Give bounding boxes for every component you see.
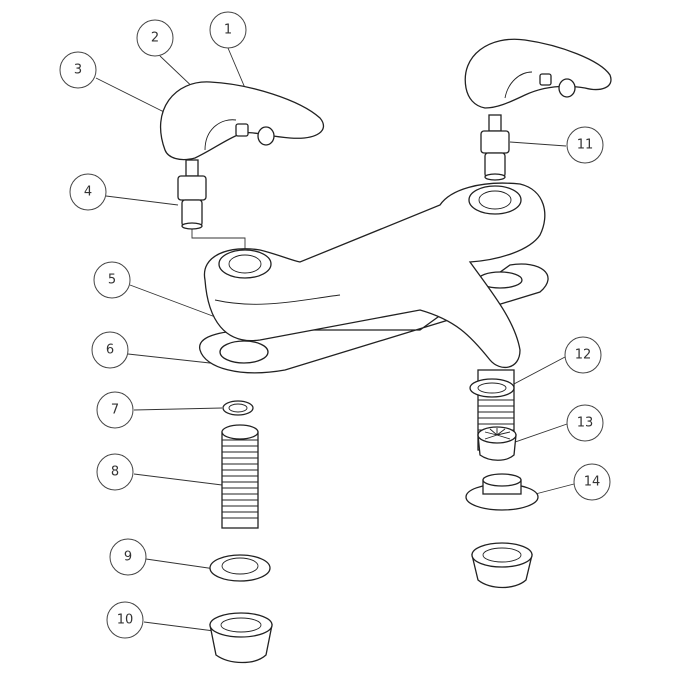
callout-circle: [91, 331, 129, 369]
callout-13: 13: [566, 404, 604, 442]
tap-body: [203, 182, 546, 369]
base-gasket: [199, 263, 549, 374]
callout-circle: [566, 404, 604, 442]
left-backnut: [209, 612, 273, 664]
callout-number: 9: [124, 550, 132, 565]
left-cartridge: [177, 159, 207, 230]
callout-1: 1: [209, 11, 247, 49]
callout-number: 11: [577, 138, 594, 153]
callout-7: 7: [96, 391, 134, 429]
right-handle: [464, 38, 612, 109]
left-handle: [159, 81, 325, 161]
right-flange: [465, 473, 539, 511]
left-threaded-tail: [221, 424, 259, 529]
callout-circle: [93, 261, 131, 299]
washer: [222, 400, 254, 416]
callout-number: 1: [224, 23, 232, 38]
callout-circle: [566, 126, 604, 164]
callout-circle: [109, 538, 147, 576]
callout-3: 3: [59, 51, 97, 89]
callout-number: 4: [84, 185, 92, 200]
callout-number: 14: [584, 475, 601, 490]
callout-4: 4: [69, 173, 107, 211]
callout-circle: [69, 173, 107, 211]
callout-2: 2: [136, 19, 174, 57]
callout-11: 11: [566, 126, 604, 164]
callout-number: 13: [577, 416, 594, 431]
callout-circle: [96, 391, 134, 429]
callout-circle: [209, 11, 247, 49]
callout-number: 7: [111, 403, 119, 418]
callout-circle: [106, 601, 144, 639]
callout-number: 6: [106, 343, 114, 358]
callout-circle: [136, 19, 174, 57]
callout-10: 10: [106, 601, 144, 639]
strainer: [477, 426, 517, 461]
callout-5: 5: [93, 261, 131, 299]
callout-circle: [96, 453, 134, 491]
callout-circle: [59, 51, 97, 89]
callout-number: 5: [108, 273, 116, 288]
callout-number: 3: [74, 63, 82, 78]
left-backnut-washer: [209, 554, 271, 582]
callout-9: 9: [109, 538, 147, 576]
callout-8: 8: [96, 453, 134, 491]
callout-14: 14: [573, 463, 611, 501]
callout-number: 8: [111, 465, 119, 480]
callout-number: 2: [151, 31, 159, 46]
callout-6: 6: [91, 331, 129, 369]
callout-12: 12: [564, 336, 602, 374]
right-cartridge: [480, 114, 510, 181]
callout-number: 10: [117, 613, 134, 628]
callout-number: 12: [575, 348, 592, 363]
right-backnut: [471, 542, 533, 589]
callout-circle: [573, 463, 611, 501]
callout-circle: [564, 336, 602, 374]
